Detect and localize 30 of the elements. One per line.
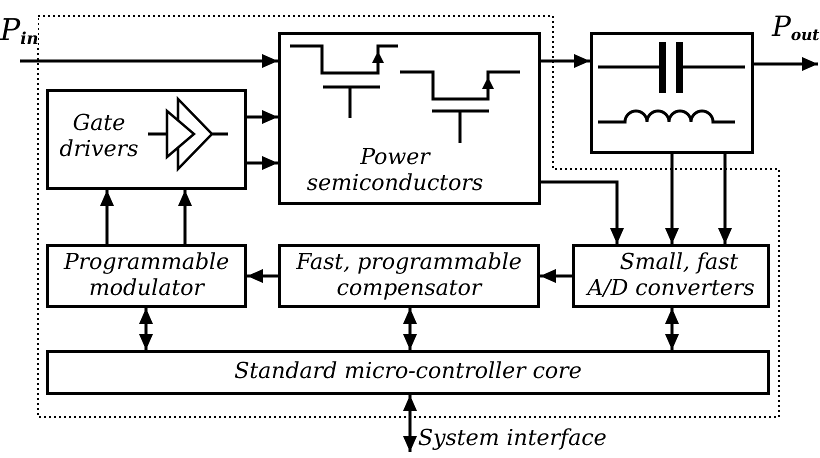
block-box [278,32,541,205]
block-label: Programmable modulator [62,250,230,302]
block-label: Gate drivers [58,111,140,163]
double-arrow [665,308,679,350]
block-label: Small, fast A/D converters [584,250,756,302]
block-label: Standard micro-controller core [233,359,583,385]
double-arrow [139,308,153,350]
arrow [541,54,590,68]
arrow [540,269,572,283]
edge-label: System interface [418,427,607,452]
arrow [247,269,278,283]
block-box [46,350,770,395]
block-label: Fast, programmable compensator [295,250,523,302]
block-box [46,244,247,308]
arrow [20,54,278,68]
arrow [247,110,278,124]
arrow [541,180,624,244]
block-box [278,244,540,308]
double-arrow [403,308,417,350]
block-label: Power semiconductors [306,145,484,197]
block-box [572,244,770,308]
double-arrow [403,395,417,452]
arrow [100,190,114,244]
arrow [665,154,679,244]
arrow [754,57,818,71]
arrow [247,156,278,170]
arrow [718,154,732,244]
arrow [178,190,192,244]
component-box [590,32,754,154]
block-box [46,89,247,190]
